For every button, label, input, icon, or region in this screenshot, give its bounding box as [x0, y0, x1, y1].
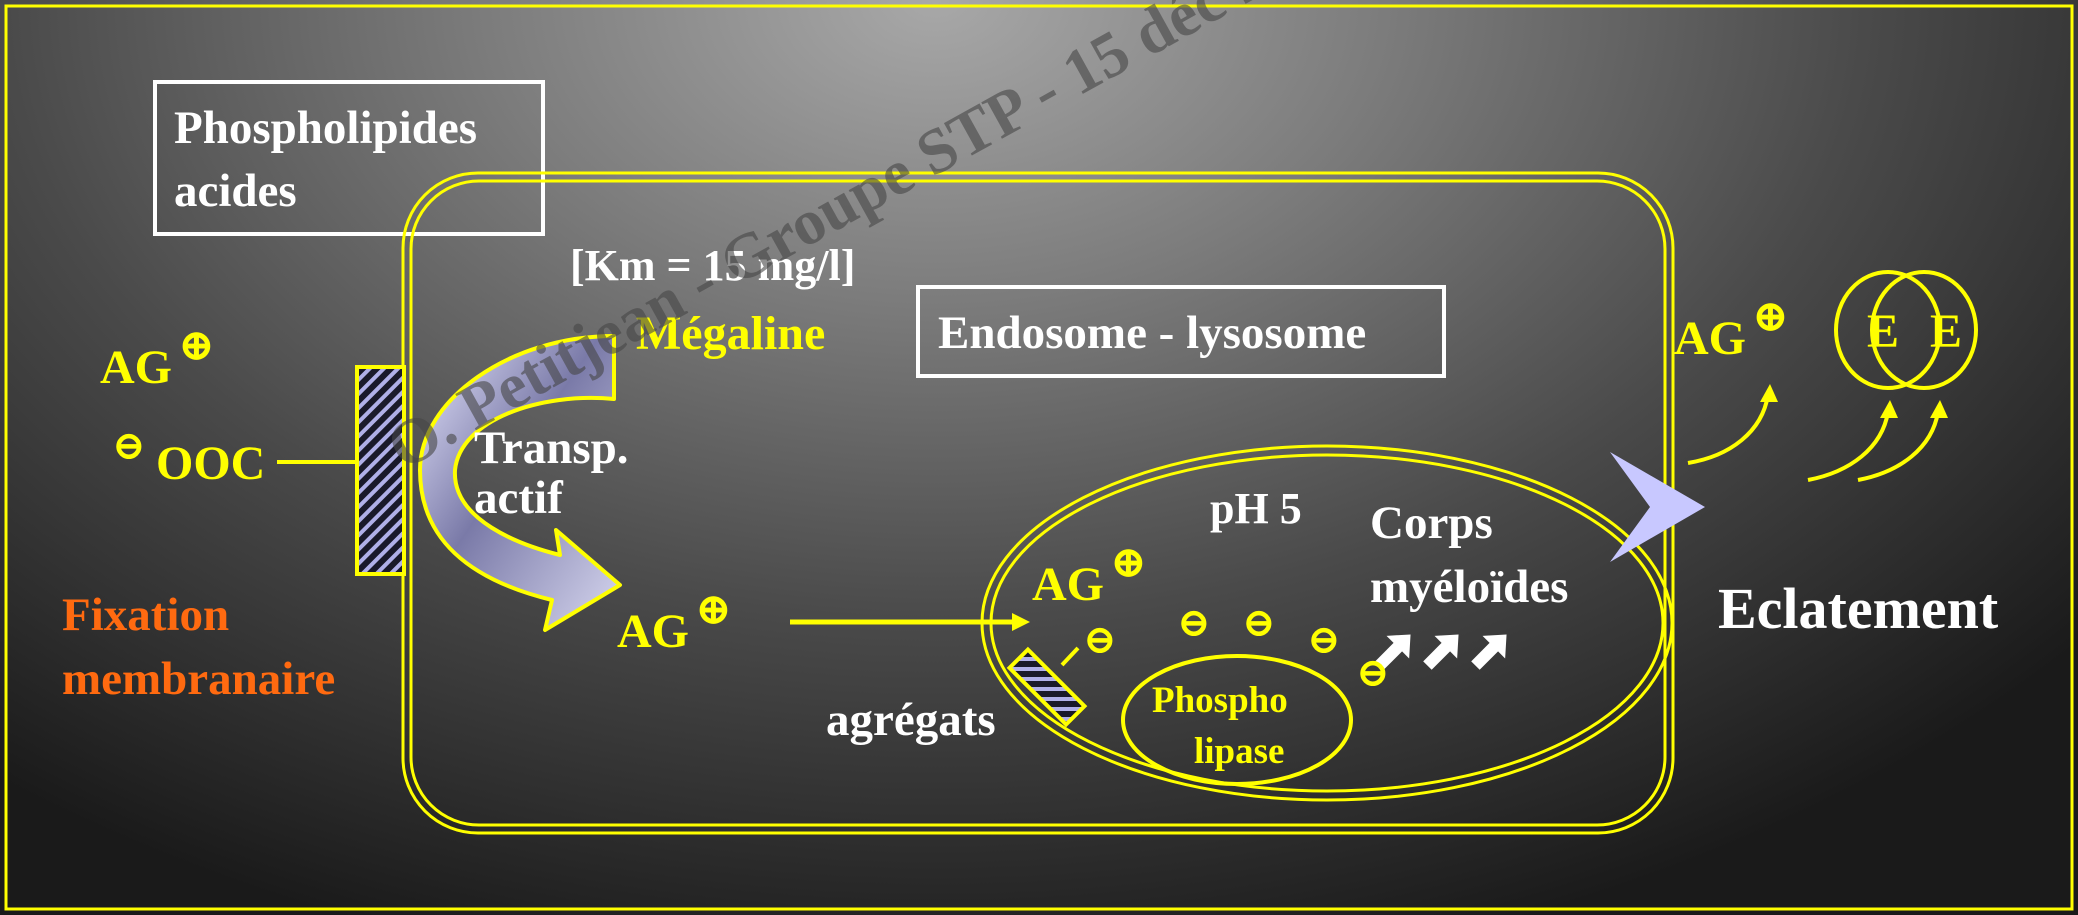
release-arrow-2 [1808, 412, 1888, 480]
phospholipides-label-line1: Phospholipides [174, 105, 477, 152]
ag-intracellular-text: AG [617, 605, 689, 658]
megaline-receptor [357, 367, 404, 574]
release-arrow-1 [1688, 395, 1768, 463]
minus-symbol: ⊖ [112, 426, 146, 466]
minus-symbol: ⊖ [1356, 653, 1390, 693]
ph-label: pH 5 [1210, 487, 1302, 531]
release-arrow-2-head [1880, 400, 1898, 418]
entry-arrow-head [1012, 613, 1030, 631]
phospholipides-label-line2: acides [174, 168, 297, 215]
fixation-label-line2: membranaire [62, 656, 335, 703]
plus-symbol: ⊕ [178, 324, 215, 368]
ooc-group: ⊖OOC [112, 440, 265, 488]
agregats-label: agrégats [826, 697, 996, 744]
plus-symbol: ⊕ [1110, 541, 1147, 585]
e-label-2: E [1930, 308, 1962, 356]
lysosome-receptor [1010, 650, 1085, 725]
ag-lysosome-text: AG [1032, 558, 1104, 611]
ag-extracellular-text: AG [100, 341, 172, 394]
ag-lysosome: AG⊕ [1032, 561, 1104, 609]
myeloid-arrow-3 [1464, 623, 1518, 677]
phospholipase-label-line2: lipase [1194, 733, 1284, 770]
endosome-label: Endosome - lysosome [938, 310, 1366, 357]
plus-symbol: ⊕ [1752, 295, 1789, 339]
ag-intracellular: AG⊕ [617, 608, 689, 656]
e-label-1: E [1867, 308, 1899, 356]
receptor-link [1062, 648, 1078, 665]
ag-extracellular: AG⊕ [100, 344, 172, 392]
myeloid-arrow-2 [1416, 623, 1470, 677]
fixation-label-line1: Fixation [62, 592, 229, 639]
ag-released: AG⊕ [1674, 315, 1746, 363]
myeloid-arrows [1368, 623, 1518, 677]
minus-symbol: ⊖ [1083, 620, 1117, 660]
corps-label-line1: Corps [1370, 500, 1493, 547]
plus-symbol: ⊕ [695, 588, 732, 632]
eclatement-label: Eclatement [1718, 580, 1998, 638]
transp-label-line2: actif [474, 475, 563, 522]
corps-label-line2: myéloïdes [1370, 564, 1568, 611]
burst-arrow [1610, 452, 1705, 562]
ag-released-text: AG [1674, 312, 1746, 365]
minus-symbol: ⊖ [1242, 603, 1276, 643]
release-arrow-3-head [1930, 400, 1948, 418]
minus-symbol: ⊖ [1177, 603, 1211, 643]
release-arrow-1-head [1760, 384, 1778, 402]
ooc-label: OOC [156, 437, 265, 490]
minus-symbol: ⊖ [1307, 620, 1341, 660]
phospholipase-label-line1: Phospho [1152, 682, 1288, 719]
